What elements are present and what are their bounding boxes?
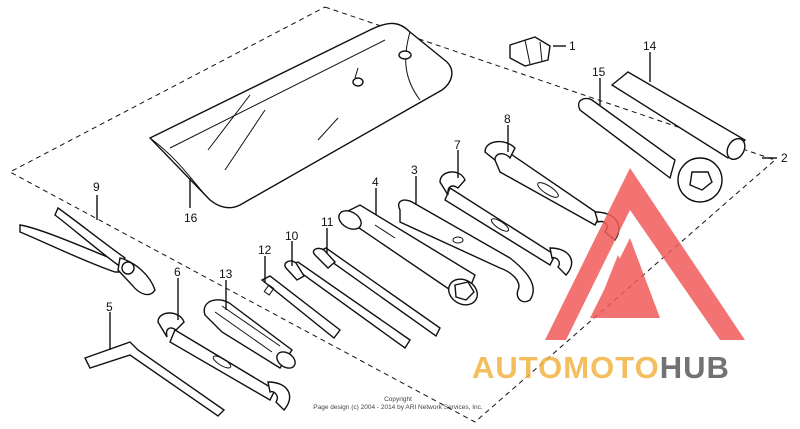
automotohub-watermark: AUTOMOTOHUB: [472, 168, 745, 385]
spark-plug-socket: [338, 204, 479, 306]
callout-4: 4: [372, 175, 379, 189]
brand-part-1: AUTOMOTO: [472, 350, 660, 385]
brand-part-2: HUB: [660, 350, 730, 385]
callout-13: 13: [219, 267, 233, 281]
screwdriver-handle: [203, 299, 296, 369]
copyright-line-1: Copyright: [384, 396, 412, 403]
callout-6: 6: [174, 265, 181, 279]
callout-15: 15: [592, 65, 606, 79]
triangle-inner-mark: [600, 255, 640, 300]
callout-11: 11: [321, 215, 334, 229]
pliers: [19, 206, 156, 296]
leader-lines: [96, 45, 777, 350]
callout-12: 12: [258, 243, 272, 257]
callout-10: 10: [285, 229, 299, 243]
callout-7: 7: [454, 138, 461, 152]
copyright-line-2: Page design (c) 2004 - 2014 by ARI Netwo…: [313, 404, 483, 411]
callout-9: 9: [93, 180, 100, 194]
open-end-wrench-7: [439, 171, 573, 277]
hook-wrench: [398, 199, 534, 303]
handle-sleeve: [610, 71, 747, 161]
callout-1: 1: [569, 39, 576, 53]
callout-2: 2: [781, 151, 788, 165]
copyright-notice: Copyright Page design (c) 2004 - 2014 by…: [313, 396, 483, 411]
triangle-logo-mark: [545, 168, 745, 340]
callout-8: 8: [504, 112, 511, 126]
clip-part: [509, 36, 551, 67]
screwdriver-10: [284, 260, 411, 350]
allen-key: [84, 341, 226, 417]
screwdriver-11: [312, 247, 441, 338]
plug-wrench-bar: [578, 97, 723, 203]
callout-5: 5: [106, 300, 113, 314]
screwdriver-12: [260, 275, 341, 339]
brand-text: AUTOMOTOHUB: [472, 350, 730, 385]
diagram-border: [8, 6, 776, 423]
open-end-wrench-6: [157, 312, 291, 412]
tool-bag: [148, 22, 453, 209]
callout-16: 16: [184, 211, 198, 225]
callout-3: 3: [411, 163, 418, 177]
callout-numbers: 1 2 3 4 5 6 7 8 9 10 11 12 13 14 15 16: [93, 39, 788, 314]
callout-14: 14: [643, 39, 657, 53]
